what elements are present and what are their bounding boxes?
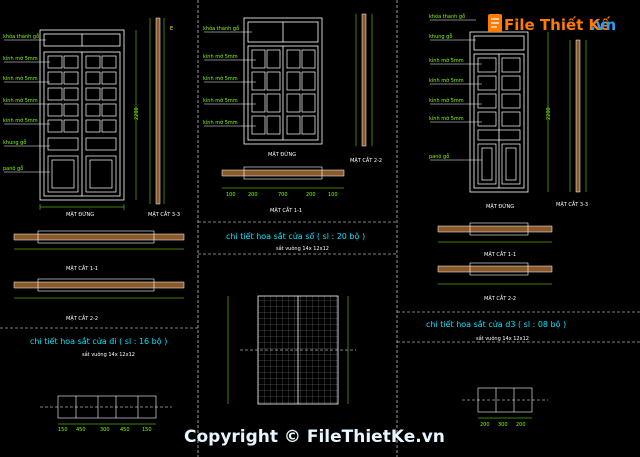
right-dim-1: 200 xyxy=(480,422,490,428)
middle-dim-1: 100 xyxy=(226,192,236,198)
right-grille-detail[interactable] xyxy=(462,387,548,413)
copyright-watermark: Copyright © FileThietKe.vn xyxy=(184,427,445,447)
left-section-2-2[interactable] xyxy=(13,278,185,299)
left-height-dimension: 2200 xyxy=(134,30,140,200)
middle-window-elevation[interactable] xyxy=(243,17,323,145)
middle-leader-labels: khóa thanh gỗ kính mờ 5mm kính mờ 5mm kí… xyxy=(203,25,239,126)
logo-suffix-text: .vn xyxy=(590,16,616,34)
right-section-1-label: MẶT CẮT 1-1 xyxy=(484,250,516,258)
svg-text:E: E xyxy=(170,26,173,32)
left-dim-3: 300 xyxy=(100,427,110,433)
svg-text:kính mờ 5mm: kính mờ 5mm xyxy=(3,97,38,104)
middle-leader-lines xyxy=(204,31,256,127)
left-grille-detail[interactable] xyxy=(40,395,172,419)
right-height-dim-text: 2200 xyxy=(546,107,552,120)
svg-text:kính mờ 5mm: kính mờ 5mm xyxy=(3,55,38,62)
right-dim-3: 200 xyxy=(516,422,526,428)
right-section-2-label: MẶT CẮT 2-2 xyxy=(484,294,516,302)
svg-text:kính mờ 5mm: kính mờ 5mm xyxy=(203,97,238,104)
left-dim-1: 150 xyxy=(58,427,68,433)
right-view-side-label: MẶT CẮT 3-3 xyxy=(556,200,588,208)
middle-grille-detail[interactable] xyxy=(227,295,356,405)
svg-text:panô gỗ: panô gỗ xyxy=(429,153,449,160)
middle-section-2-2[interactable] xyxy=(355,13,373,147)
svg-text:kính mờ 5mm: kính mờ 5mm xyxy=(429,115,464,122)
left-dim-5: 150 xyxy=(142,427,152,433)
right-door-elevation[interactable] xyxy=(469,31,529,193)
left-section-2-label: MẶT CẮT 2-2 xyxy=(66,314,98,322)
middle-dim-2: 200 xyxy=(248,192,258,198)
left-leader-labels: khóa thanh gỗ kính mờ 5mm kính mờ 5mm kí… xyxy=(3,33,39,172)
left-section-3-3[interactable]: E xyxy=(149,17,173,205)
right-view-front-label: MẶT ĐỨNG xyxy=(486,203,514,210)
middle-section-1-label: MẶT CẮT 1-1 xyxy=(270,206,302,214)
left-section-1-1[interactable] xyxy=(13,230,185,250)
svg-text:kính mờ 5mm: kính mờ 5mm xyxy=(429,77,464,84)
right-section-3-3[interactable] xyxy=(569,39,587,193)
left-leader-lines xyxy=(4,39,50,173)
logo-brand-text: File Thiết Kế xyxy=(504,15,611,34)
svg-text:khung gỗ: khung gỗ xyxy=(3,139,26,146)
right-leader-labels: khóa thanh gỗ khung gỗ kính mờ 5mm kính … xyxy=(429,13,465,160)
left-view-front-label: MẶT ĐỨNG xyxy=(66,211,94,218)
right-section-1-1[interactable] xyxy=(437,222,553,243)
middle-section-1-1[interactable] xyxy=(221,166,345,189)
svg-text:kính mờ 5mm: kính mờ 5mm xyxy=(429,57,464,64)
left-grille-dims: 150 450 300 450 150 xyxy=(58,423,156,433)
filethietke-logo[interactable]: File Thiết Kế .vn xyxy=(488,14,616,34)
middle-section-dims: 100 200 700 200 100 xyxy=(226,192,338,198)
svg-text:panô gỗ: panô gỗ xyxy=(3,165,23,172)
middle-view-front-label: MẶT ĐỨNG xyxy=(268,151,296,158)
left-door-elevation[interactable] xyxy=(39,29,125,201)
left-height-dim-text: 2200 xyxy=(134,107,140,120)
right-section-2-2[interactable] xyxy=(437,262,553,285)
svg-text:kính mờ 5mm: kính mờ 5mm xyxy=(429,97,464,104)
left-dim-chain-bottom xyxy=(39,204,125,210)
middle-detail-title: chi tiết hoa sắt cửa sổ ( sl : 20 bộ ) xyxy=(226,231,365,241)
svg-text:kính mờ 5mm: kính mờ 5mm xyxy=(3,75,38,82)
svg-text:khóa thanh gỗ: khóa thanh gỗ xyxy=(3,33,39,40)
middle-view-side-label: MẶT CẮT 2-2 xyxy=(350,156,382,164)
right-dim-2: 300 xyxy=(498,422,508,428)
right-leader-lines xyxy=(430,19,482,161)
svg-text:kính mờ 5mm: kính mờ 5mm xyxy=(3,117,38,124)
right-grille-dims: 200 300 200 xyxy=(478,417,532,428)
left-view-side-label: MẶT CẮT 3-3 xyxy=(148,210,180,218)
left-dim-2: 450 xyxy=(76,427,86,433)
middle-dim-3: 700 xyxy=(278,192,288,198)
left-dim-4: 450 xyxy=(120,427,130,433)
right-detail-title: chi tiết hoa sắt cửa d3 ( sl : 08 bộ ) xyxy=(426,319,566,329)
right-detail-subtitle: sắt vuông 14x 12x12 xyxy=(476,335,529,342)
svg-text:khung gỗ: khung gỗ xyxy=(429,33,452,40)
svg-text:khóa thanh gỗ: khóa thanh gỗ xyxy=(203,25,239,32)
svg-text:khóa thanh gỗ: khóa thanh gỗ xyxy=(429,13,465,20)
left-detail-title: chi tiết hoa sắt cửa đi ( sl : 16 bộ ) xyxy=(30,336,167,346)
middle-dim-4: 200 xyxy=(306,192,316,198)
right-height-dimension: 2200 xyxy=(546,32,552,192)
svg-text:kính mờ 5mm: kính mờ 5mm xyxy=(203,75,238,82)
middle-detail-subtitle: sắt vuông 14x 12x12 xyxy=(276,245,329,252)
left-section-1-label: MẶT CẮT 1-1 xyxy=(66,264,98,272)
middle-dim-5: 100 xyxy=(328,192,338,198)
left-detail-subtitle: sắt vuông 14x 12x12 xyxy=(82,351,135,358)
svg-text:kính mờ 5mm: kính mờ 5mm xyxy=(203,53,238,60)
svg-text:kính mờ 5mm: kính mờ 5mm xyxy=(203,119,238,126)
